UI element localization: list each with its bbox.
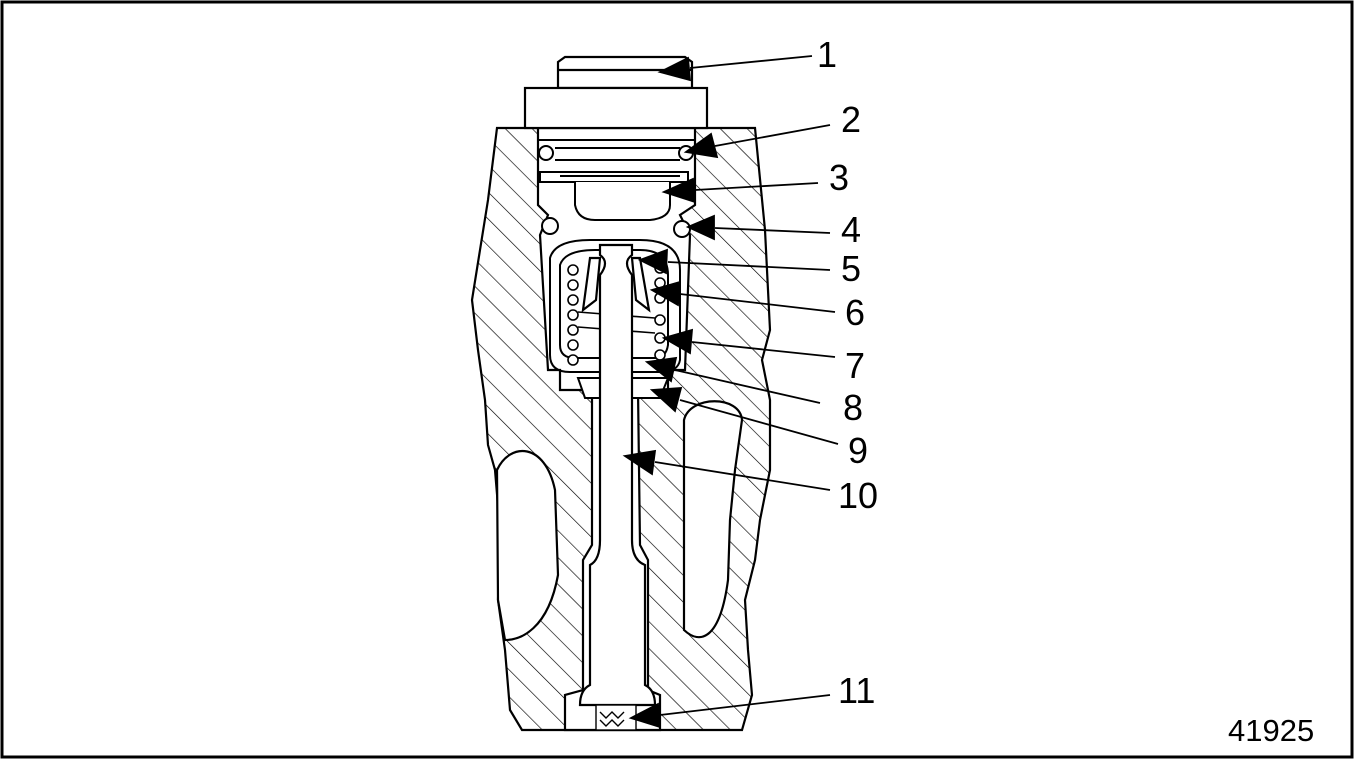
arrow-9	[649, 387, 683, 413]
callout-6: 6	[845, 292, 865, 333]
arrow-3	[661, 177, 697, 204]
callout-10: 10	[838, 475, 878, 516]
filter-screen	[595, 704, 637, 731]
callout-7: 7	[845, 345, 865, 386]
cap-part	[523, 55, 709, 130]
arrow-4	[685, 214, 715, 241]
spring-housing	[549, 239, 681, 373]
leader-lines	[622, 55, 839, 729]
callout-labels: 1 2 3 4 5 6 7 8 9 10 11	[817, 34, 878, 711]
arrow-10	[622, 449, 657, 476]
arrow-8	[644, 356, 678, 383]
arrow-5	[637, 248, 668, 275]
callout-4: 4	[841, 209, 861, 250]
arrow-7	[661, 328, 694, 355]
callout-8: 8	[843, 387, 863, 428]
arrow-6	[649, 280, 682, 307]
callout-9: 9	[848, 430, 868, 471]
callout-5: 5	[841, 248, 861, 289]
arrow-1	[657, 56, 692, 82]
callout-1: 1	[817, 34, 837, 75]
figure-number: 41925	[1228, 713, 1314, 748]
arrow-11	[628, 702, 662, 729]
retainer-part	[537, 127, 696, 221]
callout-11: 11	[838, 670, 875, 711]
o-rings	[538, 145, 694, 238]
callout-3: 3	[829, 157, 849, 198]
callout-2: 2	[841, 99, 861, 140]
arrow-2	[683, 132, 719, 159]
